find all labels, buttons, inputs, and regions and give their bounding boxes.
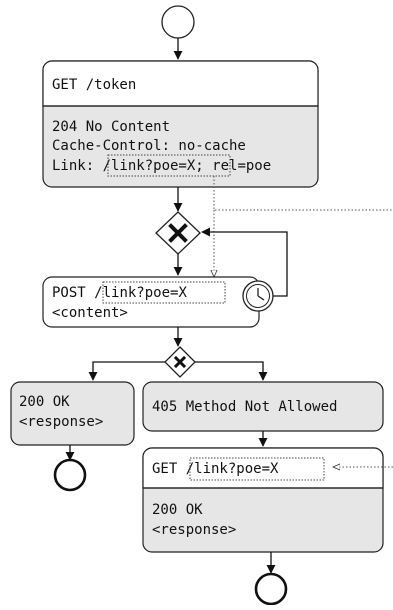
link-highlight-box — [107, 154, 231, 177]
post-request-line: POST /link?poe=X — [52, 285, 187, 301]
get-link-status: 200 OK — [152, 502, 203, 518]
post-body: <content> — [52, 305, 128, 321]
exclusive-gateway-retry — [155, 211, 201, 255]
post-target-highlight — [102, 281, 226, 304]
ok-left-status: 200 OK — [19, 394, 70, 410]
get-token-cache-header: Cache-Control: no-cache — [52, 138, 246, 154]
get-token-link-header: Link: /link?poe=X; rel=poe — [52, 158, 271, 174]
task-get-link: GET /link?poe=X 200 OK <response> — [142, 447, 384, 553]
edge-split-to-405 — [195, 361, 268, 381]
end-event-left — [53, 458, 87, 492]
association-link-to-post — [213, 176, 393, 211]
get-link-target-highlight — [189, 457, 325, 481]
not-allowed-status: 405 Method Not Allowed — [152, 399, 337, 415]
task-ok-left: 200 OK <response> — [10, 381, 135, 446]
ok-left-body: <response> — [19, 414, 103, 430]
post-target: /link?poe=X — [94, 285, 187, 301]
task-post: POST /link?poe=X <content> — [42, 276, 260, 328]
start-event — [161, 5, 195, 39]
get-token-status: 204 No Content — [52, 119, 170, 135]
get-token-link-value: /link?poe=X — [103, 158, 196, 174]
edge-split-to-ok — [88, 361, 165, 381]
get-link-body: <response> — [152, 522, 236, 538]
get-link-request-line: GET /link?poe=X — [152, 461, 279, 477]
edge-timer-loop — [201, 227, 288, 297]
end-event-right — [254, 572, 288, 606]
task-method-not-allowed: 405 Method Not Allowed — [142, 381, 384, 432]
task-get-token: GET /token 204 No Content Cache-Control:… — [42, 60, 319, 188]
get-link-target: /link?poe=X — [186, 461, 279, 477]
timer-event-icon — [242, 280, 274, 312]
get-token-request: GET /token — [52, 77, 136, 93]
exclusive-gateway-result — [164, 346, 196, 378]
